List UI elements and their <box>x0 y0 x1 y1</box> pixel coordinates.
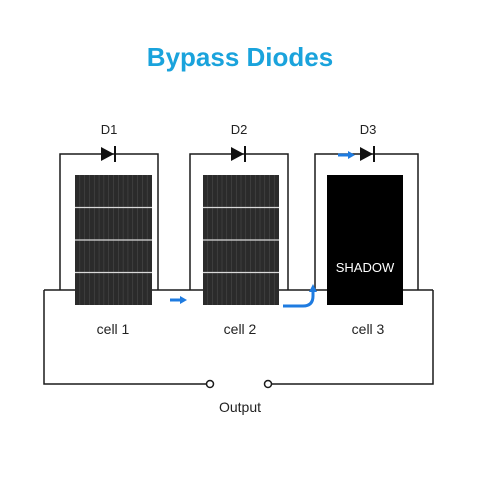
output-label: Output <box>219 399 261 415</box>
cell-label-2: cell 2 <box>224 321 257 337</box>
solar-cell-3-shaded: SHADOW <box>327 175 403 305</box>
current-arrow-bypass-path <box>283 284 317 308</box>
solar-cell-1 <box>75 175 152 305</box>
diagram-title: Bypass Diodes <box>147 42 333 72</box>
series-wire <box>43 289 434 385</box>
diode-symbol-d1 <box>101 146 116 162</box>
solar-cell-2 <box>203 175 279 305</box>
diode-label-d3: D3 <box>360 122 377 137</box>
current-arrow-between-cells <box>170 296 187 304</box>
cell-label-1: cell 1 <box>97 321 130 337</box>
shadow-label: SHADOW <box>336 260 395 275</box>
diode-symbol-d3 <box>360 146 375 162</box>
diode-label-d1: D1 <box>101 122 118 137</box>
diode-symbol-d2 <box>231 146 246 162</box>
diode-label-d2: D2 <box>231 122 248 137</box>
cell-label-3: cell 3 <box>352 321 385 337</box>
output-terminal-right <box>263 379 273 389</box>
output-terminal-left <box>205 379 215 389</box>
current-arrow-diode-d3 <box>338 151 355 159</box>
